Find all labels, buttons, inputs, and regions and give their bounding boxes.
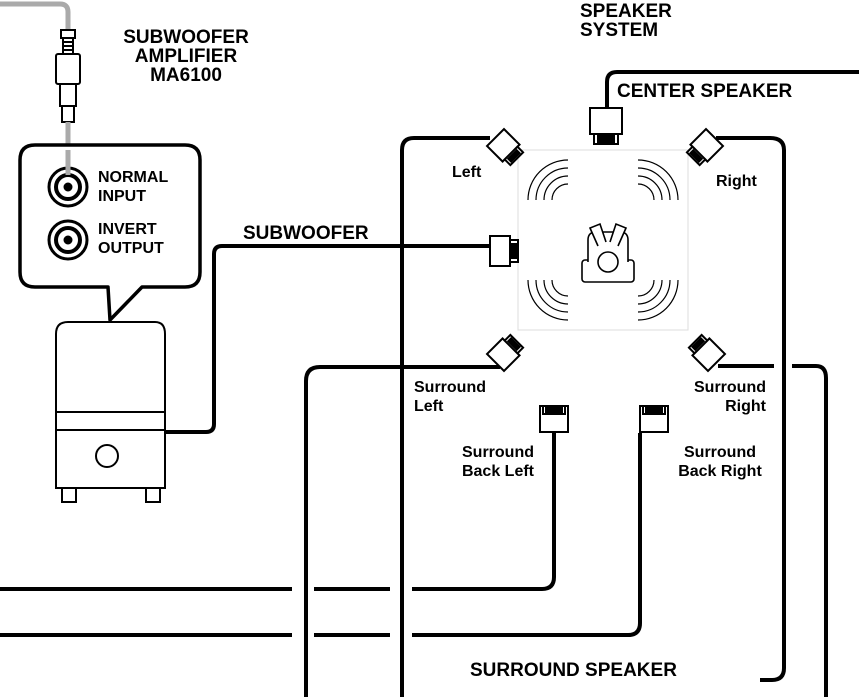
rca-plug bbox=[0, 1, 81, 175]
right-speaker-label: Right bbox=[716, 173, 757, 190]
surround-right-speaker-icon bbox=[687, 333, 727, 373]
invert-output-label: INVERT OUTPUT bbox=[98, 221, 164, 257]
surround-right-cable bbox=[718, 364, 828, 697]
listening-area bbox=[517, 149, 689, 331]
normal-input-label: NORMAL INPUT bbox=[98, 169, 169, 205]
surround-back-right-label: Surround Back Right bbox=[678, 444, 762, 480]
subwoofer-amplifier-icon bbox=[55, 321, 166, 503]
surround-left-cable bbox=[304, 365, 500, 697]
cable-crossings bbox=[304, 352, 786, 648]
surround-back-left-speaker-icon bbox=[539, 405, 569, 433]
left-speaker-label: Left bbox=[452, 164, 482, 181]
front-left-cable bbox=[400, 136, 490, 697]
speakers bbox=[485, 107, 727, 433]
subwoofer-connection-label: SUBWOOFER bbox=[243, 223, 369, 244]
speaker-cables bbox=[0, 70, 859, 697]
amplifier-title: SUBWOOFER AMPLIFIER MA6100 bbox=[123, 27, 249, 86]
surround-left-speaker-icon bbox=[485, 333, 525, 373]
center-speaker-cable bbox=[605, 70, 859, 108]
center-speaker-icon bbox=[589, 107, 623, 145]
front-right-cable bbox=[716, 136, 786, 682]
surround-back-left-cable bbox=[0, 433, 556, 591]
front-left-speaker-icon bbox=[485, 127, 525, 167]
surround-back-left-label: Surround Back Left bbox=[461, 444, 534, 480]
surround-back-right-speaker-icon bbox=[639, 405, 669, 433]
center-speaker-label: CENTER SPEAKER bbox=[617, 81, 793, 102]
amplifier-panel-callout bbox=[18, 143, 202, 322]
surround-back-right-cable bbox=[0, 433, 642, 637]
surround-left-label: Surround Left bbox=[414, 379, 486, 415]
subwoofer-speaker-icon bbox=[489, 235, 519, 267]
sound-wave-icons bbox=[527, 159, 679, 321]
subwoofer-cable bbox=[165, 244, 490, 434]
invert-output-jack-icon bbox=[47, 219, 89, 261]
surround-speaker-label: SURROUND SPEAKER bbox=[470, 660, 677, 681]
speaker-system-title: SPEAKER SYSTEM bbox=[580, 1, 672, 41]
surround-right-label: Surround Right bbox=[694, 379, 766, 415]
listener-icon bbox=[581, 222, 635, 283]
front-right-speaker-icon bbox=[685, 127, 725, 167]
